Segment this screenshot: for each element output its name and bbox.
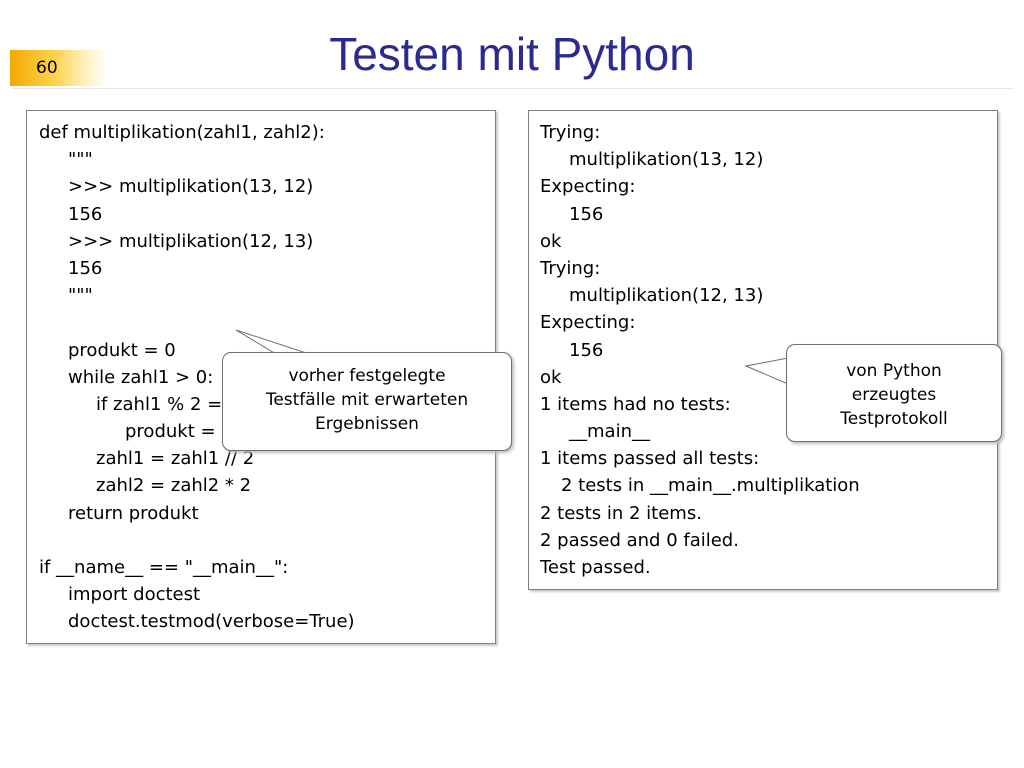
callout-predefined-test-cases: vorher festgelegte Testfälle mit erwarte… <box>222 352 512 451</box>
output-line: 2 passed and 0 failed. <box>540 529 739 551</box>
code-line: produkt = 0 <box>68 339 176 361</box>
output-line: 1 items had no tests: <box>540 393 731 415</box>
callout-right-line-2: erzeugtes <box>851 385 937 405</box>
output-line: Trying: <box>540 257 601 279</box>
output-line: ok <box>540 366 562 388</box>
page-title: Testen mit Python <box>329 28 695 80</box>
output-line: 2 tests in __main__.multiplikation <box>561 475 860 497</box>
code-line: zahl1 = zahl1 // 2 <box>96 448 255 470</box>
callout-right-line-3: Testprotokoll <box>840 409 948 429</box>
callout-python-generated-log: von Python erzeugtes Testprotokoll <box>786 344 1002 442</box>
callout-left-line-1: vorher festgelegte <box>288 366 446 386</box>
page-number: 60 <box>10 50 108 86</box>
output-line: Expecting: <box>540 312 636 334</box>
output-line: 156 <box>569 203 604 225</box>
callout-left-line-3: Ergebnissen <box>315 414 419 434</box>
output-line: __main__ <box>569 421 650 443</box>
code-line: def multiplikation(zahl1, zahl2): <box>39 122 325 143</box>
code-line: """ <box>68 149 93 171</box>
output-line: 1 items passed all tests: <box>540 448 760 470</box>
output-line: Expecting: <box>540 176 636 198</box>
output-line: ok <box>540 230 562 252</box>
callout-left-line-2: Testfälle mit erwarteten <box>265 390 469 410</box>
output-line: multiplikation(12, 13) <box>569 285 764 307</box>
code-line: 156 <box>68 203 103 225</box>
code-line: >>> multiplikation(13, 12) <box>68 176 314 198</box>
callout-right-line-1: von Python <box>846 361 942 381</box>
output-line: multiplikation(13, 12) <box>569 149 764 171</box>
output-line: Trying: <box>540 122 601 143</box>
title-divider <box>12 88 1014 89</box>
code-line: return produkt <box>68 502 199 524</box>
output-line: Test passed. <box>540 557 651 578</box>
code-line: import doctest <box>68 584 201 606</box>
output-line: 2 tests in 2 items. <box>540 502 702 524</box>
code-line: while zahl1 > 0: <box>68 366 214 388</box>
output-line: 156 <box>569 339 604 361</box>
code-line: if __name__ == "__main__": <box>39 557 289 578</box>
code-line: zahl2 = zahl2 * 2 <box>96 475 252 497</box>
code-line: doctest.testmod(verbose=True) <box>68 611 355 633</box>
code-line: >>> multiplikation(12, 13) <box>68 230 314 252</box>
code-line: 156 <box>68 257 103 279</box>
code-line <box>39 527 495 554</box>
code-line: """ <box>68 285 93 307</box>
